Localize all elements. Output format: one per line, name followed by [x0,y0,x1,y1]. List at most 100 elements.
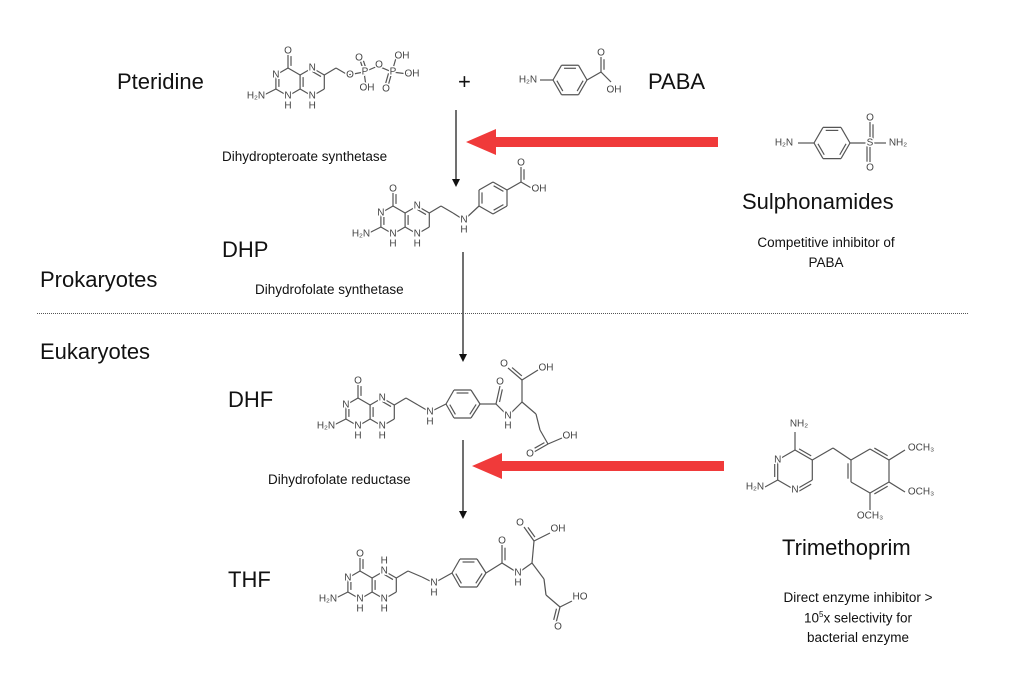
bond [470,389,481,405]
bond [534,442,545,449]
inhibition-arrow-trimethoprim [472,453,724,479]
prokaryote-eukaryote-divider [37,313,968,314]
bond [521,369,539,381]
bond [813,127,824,144]
bond [363,71,367,87]
atom-label: O [516,518,524,529]
dihydrofolate-synthetase-label: Dihydrofolate synthetase [255,282,404,297]
atom-label: N [309,63,316,74]
bond [533,532,551,542]
atom-label: H [426,417,433,428]
bond [552,64,563,81]
bond [817,143,825,156]
bond [455,573,462,584]
bond [312,71,322,78]
atom-label: N [379,393,386,404]
atom-label: N [774,455,781,466]
bond [798,483,812,492]
bond [869,481,890,494]
note-number: 10 [803,610,820,626]
atom-label: P [390,67,397,78]
atom-label: O [382,84,390,95]
bond [429,403,447,413]
atom-label: O [354,376,362,387]
atom-label: N [414,229,421,240]
note-text: x selectivity for [823,610,913,626]
bond [380,226,394,235]
bond [311,88,325,97]
atom-label: OH [607,85,622,96]
bond [371,591,385,600]
bond [380,205,394,214]
atom-label: H [430,588,437,599]
bond [421,576,435,584]
atom-label: O [375,60,383,71]
bond [764,479,778,488]
bond [311,67,325,76]
bond [323,67,337,76]
atom-label: H₂N [319,594,337,605]
atom-label: H₂N [746,482,764,493]
bond [555,606,561,624]
atom-label: H [356,604,363,615]
bond [395,570,409,579]
atom-label: N [791,485,798,496]
bond [363,65,379,73]
bond [600,71,612,83]
atom-label: O [500,359,508,370]
atom-label: NH₂ [889,138,907,149]
bond [478,205,494,215]
dhf-label: DHF [228,387,274,412]
atom-label: H₂N [352,229,370,240]
bond [495,403,509,417]
bond [492,181,508,191]
bond [451,572,461,588]
bond [359,59,365,73]
atom-label: N [284,91,291,102]
atom-label: P [362,67,369,78]
atom-label: OH [532,184,547,195]
bond [383,591,397,600]
bond [813,142,824,159]
atom-label: N [379,421,386,432]
atom-label: O [498,536,506,547]
bond [275,67,289,76]
atom-label: OH [360,83,375,94]
atom-label: OH [405,69,420,80]
bond [492,205,508,215]
atom-label: N [430,578,437,589]
bond [299,88,313,97]
bond [463,205,480,221]
bond [798,448,812,457]
eukaryotes-label: Eukaryotes [40,339,151,364]
atom-label: OCH₃ [857,511,883,522]
bond [383,570,397,579]
bond [869,448,890,461]
bond [493,204,504,211]
pteridine-label: Pteridine [117,69,204,94]
bond [469,404,477,415]
bond [287,67,301,76]
bond [547,437,563,445]
bond [384,574,394,581]
atom-label: H [309,101,316,112]
dihydropteroate-synthetase-label: Dihydropteroate synthetase [222,149,388,164]
bond [811,447,834,461]
bond [559,600,573,608]
trimethoprim-note-line1: Direct enzyme inhibitor > [783,590,933,605]
bond [533,443,549,453]
bond [840,127,851,144]
bond [520,181,534,190]
bond [392,205,406,214]
trimethoprim-note-line3: bacterial enzyme [806,630,910,645]
bond [840,142,851,159]
atom-label: H [389,239,396,250]
note-exponent: 5 [819,610,824,619]
bond [777,449,796,461]
atom-label: O [554,622,562,633]
bond [535,413,541,431]
atom-label: H₂N [317,421,335,432]
